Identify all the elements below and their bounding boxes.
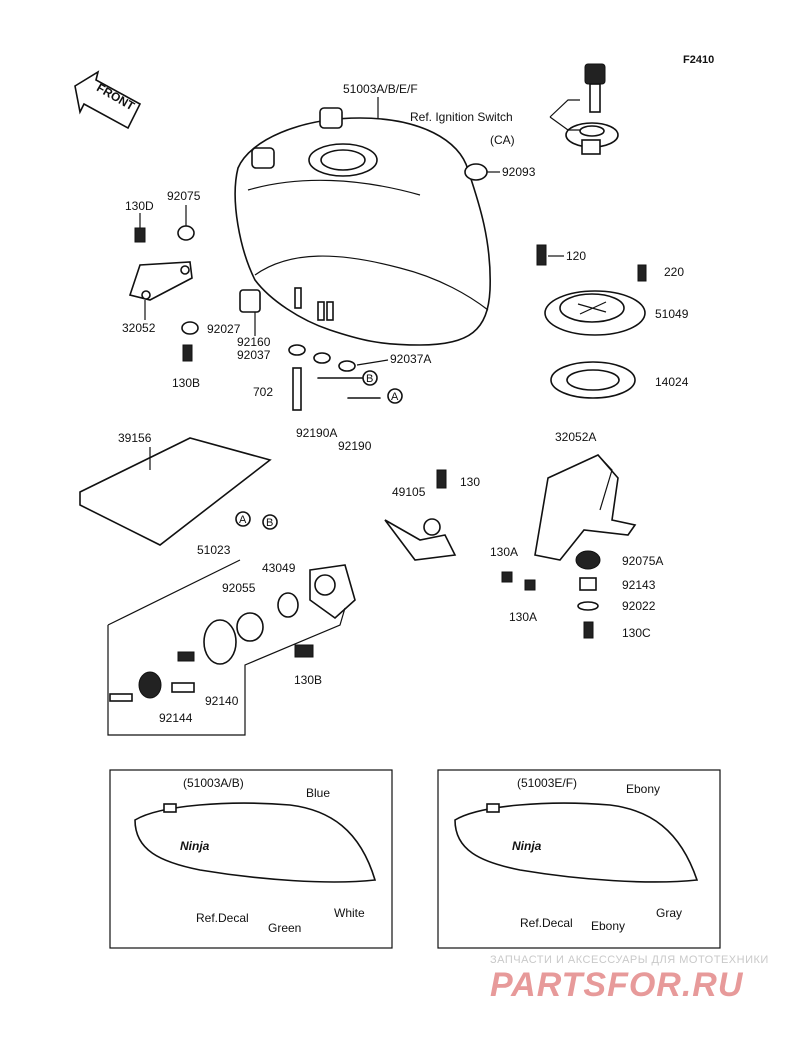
callout-51023: 51023 <box>197 543 231 557</box>
callout-130C: 130C <box>622 626 651 640</box>
decal-right-ref: Ref.Decal <box>520 916 573 930</box>
decal-left-logo: Ninja <box>180 839 210 853</box>
decal-left-color-1: Blue <box>306 786 330 800</box>
callout-92144: 92144 <box>159 711 193 725</box>
callout-92037A: 92037A <box>390 352 431 366</box>
callout-92027: 92027 <box>207 322 241 336</box>
decal-panel-right: (51003E/F) Ninja Ebony Gray Ebony Ref.De… <box>437 769 721 949</box>
callout-ref-ignition: Ref. Ignition Switch <box>410 110 513 124</box>
callout-130A-a: 130A <box>490 545 518 559</box>
decal-panel-left: (51003A/B) Ninja Blue White Green Ref.De… <box>109 769 393 949</box>
callout-92055: 92055 <box>222 581 256 595</box>
callout-49105: 49105 <box>392 485 426 499</box>
callout-130A-b: 130A <box>509 610 537 624</box>
mark-a-top: A <box>391 391 399 403</box>
callout-92075: 92075 <box>167 189 201 203</box>
decal-left-color-3: Green <box>268 921 301 935</box>
callout-130D: 130D <box>125 199 154 213</box>
fuel-cap-gasket <box>550 361 636 399</box>
callout-92160: 92160 <box>237 335 271 349</box>
decal-right-title: (51003E/F) <box>517 776 577 790</box>
callout-32052: 32052 <box>122 321 156 335</box>
callout-120: 120 <box>566 249 586 263</box>
watermark-tagline: ЗАПЧАСТИ И АКСЕССУАРЫ ДЛЯ МОТОТЕХНИКИ <box>490 954 769 966</box>
front-arrow-icon: FRONT <box>74 70 142 130</box>
decal-right-color-3: Ebony <box>591 919 625 933</box>
callout-43049: 43049 <box>262 561 296 575</box>
callout-92190: 92190 <box>338 439 372 453</box>
callout-92022: 92022 <box>622 599 656 613</box>
callout-92037: 92037 <box>237 348 271 362</box>
watermark-brand: PARTSFOR.RU <box>490 966 744 1004</box>
mark-a-cock: A <box>239 514 247 526</box>
callout-92190A: 92190A <box>296 426 337 440</box>
callout-130B-b: 130B <box>294 673 322 687</box>
mark-b-cock: B <box>266 517 273 529</box>
decal-right-color-2: Gray <box>656 906 682 920</box>
fuel-cock <box>309 564 356 620</box>
ignition-key-icon <box>565 63 619 155</box>
callout-92140: 92140 <box>205 694 239 708</box>
callout-32052A: 32052A <box>555 430 596 444</box>
decal-right-color-1: Ebony <box>626 782 660 796</box>
decal-left-color-2: White <box>334 906 365 920</box>
callout-51003: 51003A/B/E/F <box>343 82 418 96</box>
callout-92075A: 92075A <box>622 554 663 568</box>
callout-130B-a: 130B <box>172 376 200 390</box>
fuel-cap <box>544 290 646 336</box>
callout-92093: 92093 <box>502 165 536 179</box>
callout-39156: 39156 <box>118 431 152 445</box>
decal-left-title: (51003A/B) <box>183 776 244 790</box>
callout-ca: (CA) <box>490 133 515 147</box>
decal-left-ref: Ref.Decal <box>196 911 249 925</box>
callout-702: 702 <box>253 385 273 399</box>
callout-130: 130 <box>460 475 480 489</box>
mark-b-top: B <box>366 373 373 385</box>
decal-right-logo: Ninja <box>512 839 542 853</box>
callout-220: 220 <box>664 265 684 279</box>
callout-92143: 92143 <box>622 578 656 592</box>
callout-14024: 14024 <box>655 375 689 389</box>
fuel-tank <box>234 107 491 346</box>
callout-51049: 51049 <box>655 307 689 321</box>
figure-code: F2410 <box>683 54 714 66</box>
